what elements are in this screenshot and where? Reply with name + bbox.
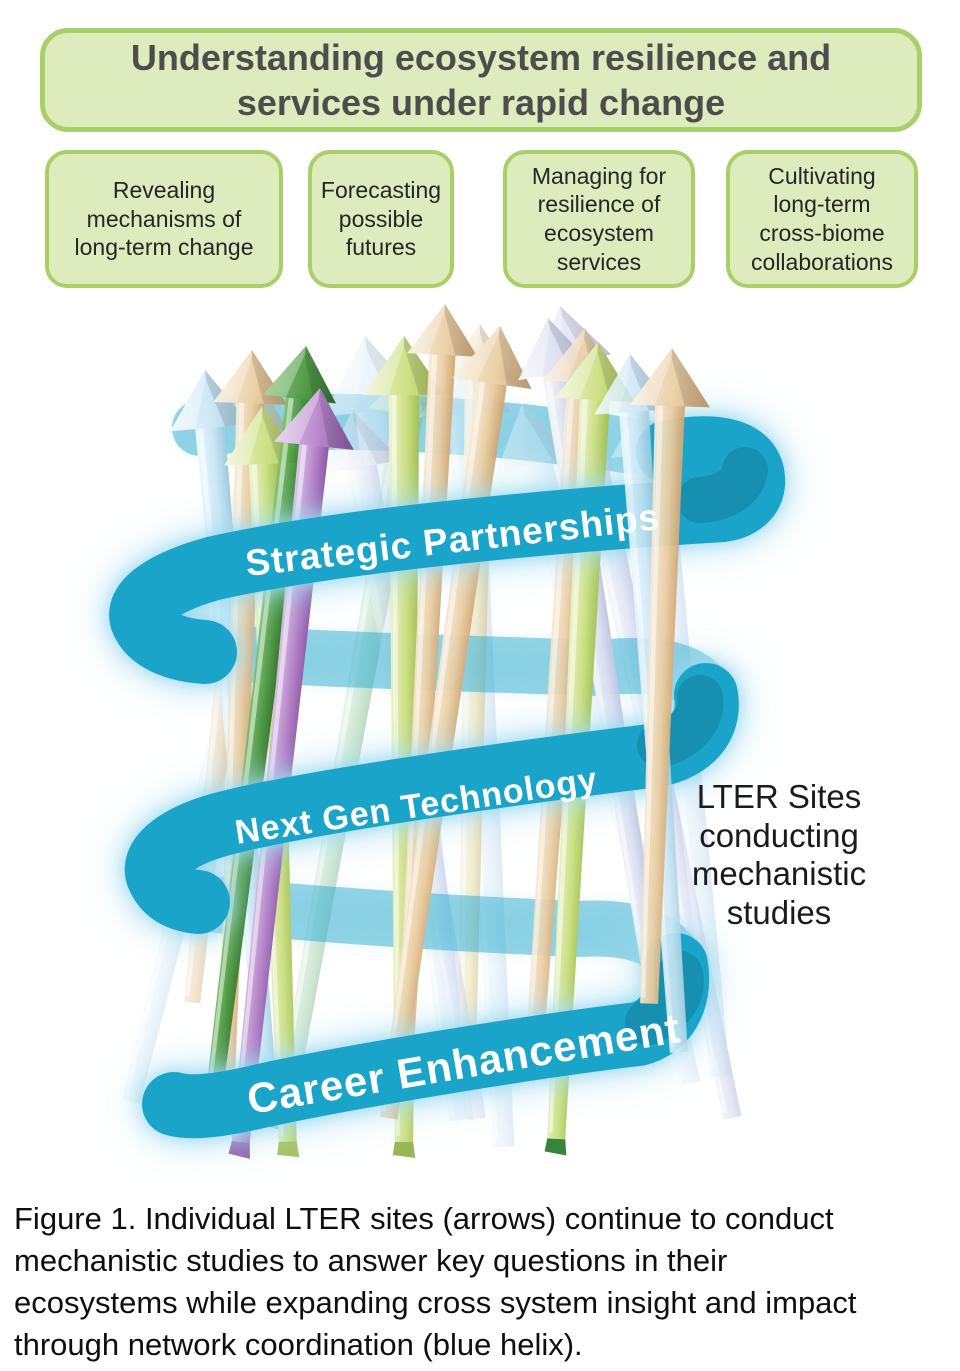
lter-sites-annotation: LTER Sites conducting mechanistic studie… (691, 778, 867, 931)
helix-front-band-1 (109, 478, 754, 684)
helix-front-band-3 (142, 1002, 670, 1139)
goal-box-cultivating-collaborations: Cultivating long-term cross-biome collab… (726, 150, 918, 288)
goal-label: Revealing mechanisms of long-term change (74, 177, 254, 261)
page-title: Understanding ecosystem resilience and s… (130, 37, 832, 123)
up-arrow (630, 348, 710, 1004)
goal-box-managing-resilience: Managing for resilience of ecosystem ser… (503, 150, 695, 288)
goal-label: Managing for resilience of ecosystem ser… (531, 162, 667, 275)
goal-box-revealing-mechanisms: Revealing mechanisms of long-term change (45, 150, 283, 288)
figure-caption: Figure 1. Individual LTER sites (arrows)… (14, 1201, 857, 1363)
goal-label: Forecasting possible futures (320, 177, 442, 261)
helix-front-band-2 (124, 724, 682, 934)
title-box: Understanding ecosystem resilience and s… (40, 28, 922, 132)
goal-box-forecasting-futures: Forecasting possible futures (308, 150, 454, 288)
arrow-bundle-front (594, 348, 710, 1053)
goal-label: Cultivating long-term cross-biome collab… (751, 162, 893, 275)
helix-loop-shading (677, 447, 768, 523)
